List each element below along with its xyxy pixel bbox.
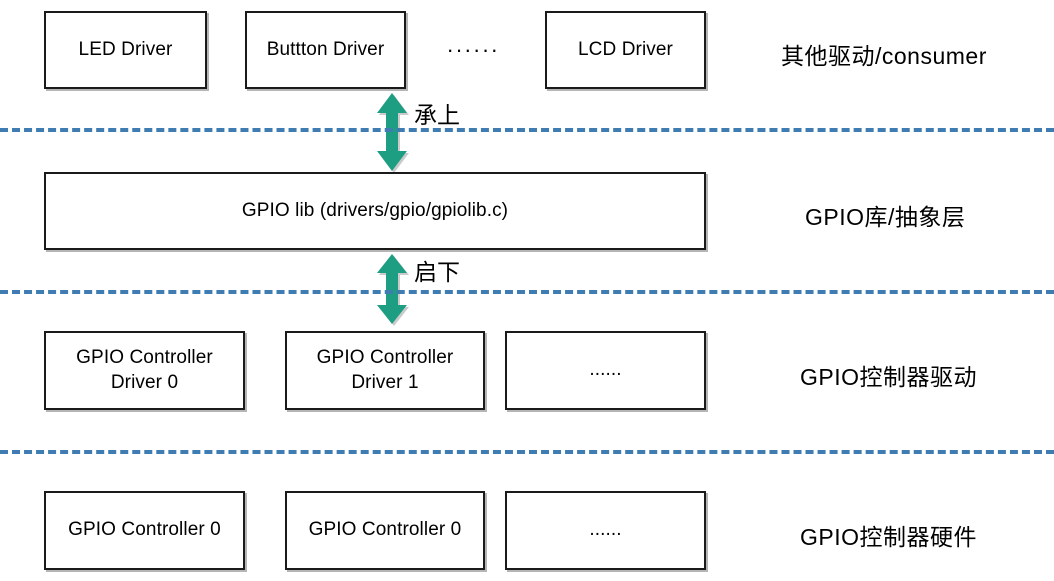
layer-separator-1 [0, 128, 1054, 132]
node-gpio-controller-driver-0[interactable]: GPIO Controller Driver 0 [44, 331, 245, 410]
arrow-label-qixia: 启下 [414, 253, 460, 287]
node-gpio-lib[interactable]: GPIO lib (drivers/gpio/gpiolib.c) [44, 172, 706, 250]
arrow-label-text: 承上 [414, 102, 460, 128]
node-button-driver[interactable]: Buttton Driver [245, 11, 406, 89]
node-gpio-controller-driver-more[interactable]: ...... [505, 331, 706, 410]
layer-caption-gpio-lib: GPIO库/抽象层 [805, 198, 965, 232]
node-label: LCD Driver [578, 38, 673, 60]
node-label: GPIO lib (drivers/gpio/gpiolib.c) [241, 199, 509, 221]
node-gpio-controller-hw-1[interactable]: GPIO Controller 0 [285, 491, 485, 570]
ellipsis-text: ······ [446, 37, 500, 62]
layer-caption-controller-driver: GPIO控制器驱动 [800, 358, 977, 392]
node-gpio-controller-hw-0[interactable]: GPIO Controller 0 [44, 491, 245, 570]
node-led-driver[interactable]: LED Driver [44, 11, 207, 89]
node-label: GPIO Controller 0 [68, 519, 221, 541]
node-label: Buttton Driver [266, 38, 385, 60]
double-arrow-up-layer [376, 93, 408, 171]
ellipsis-consumer-row: ······ [430, 11, 516, 89]
node-gpio-controller-hw-more[interactable]: ...... [505, 491, 706, 570]
arrow-label-chengshang: 承上 [414, 96, 460, 130]
layer-caption-text: 其他驱动/consumer [781, 43, 987, 69]
node-label: GPIO Controller 0 [308, 519, 462, 541]
layer-caption-text: GPIO控制器硬件 [800, 524, 978, 550]
node-label: GPIO Controller Driver 1 [316, 347, 454, 393]
node-gpio-controller-driver-1[interactable]: GPIO Controller Driver 1 [285, 331, 485, 410]
node-label: ...... [589, 519, 622, 541]
layer-caption-controller-hardware: GPIO控制器硬件 [800, 518, 977, 552]
layer-separator-2 [0, 290, 1054, 294]
double-arrow-down-layer [376, 254, 408, 324]
node-label: GPIO Controller Driver 0 [76, 347, 213, 393]
layer-caption-text: GPIO库/抽象层 [805, 204, 966, 230]
arrow-label-text: 启下 [414, 259, 460, 285]
node-label: ...... [589, 359, 622, 381]
node-label: LED Driver [78, 38, 173, 60]
layer-caption-consumer: 其他驱动/consumer [781, 37, 987, 71]
layer-separator-3 [0, 450, 1054, 454]
node-lcd-driver[interactable]: LCD Driver [545, 11, 706, 89]
layer-caption-text: GPIO控制器驱动 [800, 364, 978, 390]
